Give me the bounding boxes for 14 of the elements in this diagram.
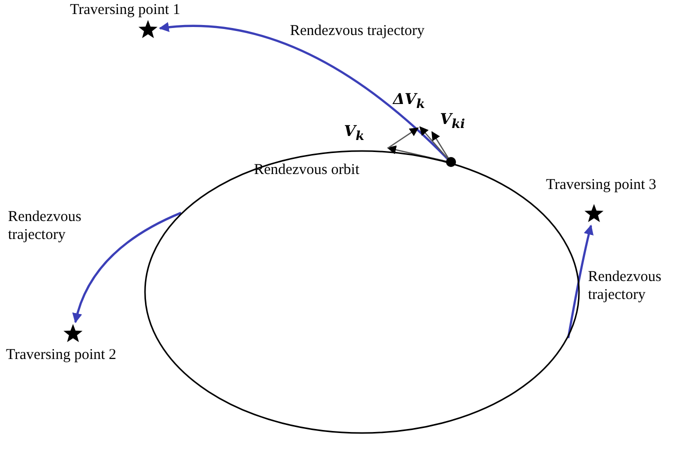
point-label: Traversing point 3 xyxy=(546,177,656,194)
trajectory-arrow xyxy=(567,224,594,338)
edge-label: Rendezvous trajectory xyxy=(290,22,425,40)
point-label: Traversing point 1 xyxy=(70,2,180,19)
edge-label: Rendezvous trajectory xyxy=(8,208,82,244)
vector-label: V$_{k}$ xyxy=(344,122,364,143)
vector-label: ΔV$_{k}$ xyxy=(393,90,425,111)
departure-point xyxy=(446,157,456,168)
orbit-label: Rendezvous orbit xyxy=(254,162,360,179)
vector-label: V$_{ki}$ xyxy=(440,110,466,131)
trajectory-arrow xyxy=(158,22,448,160)
edge-label: Rendezvous trajectory xyxy=(588,268,662,304)
point-label: Traversing point 2 xyxy=(6,347,116,364)
trajectory-arrow xyxy=(72,212,182,324)
